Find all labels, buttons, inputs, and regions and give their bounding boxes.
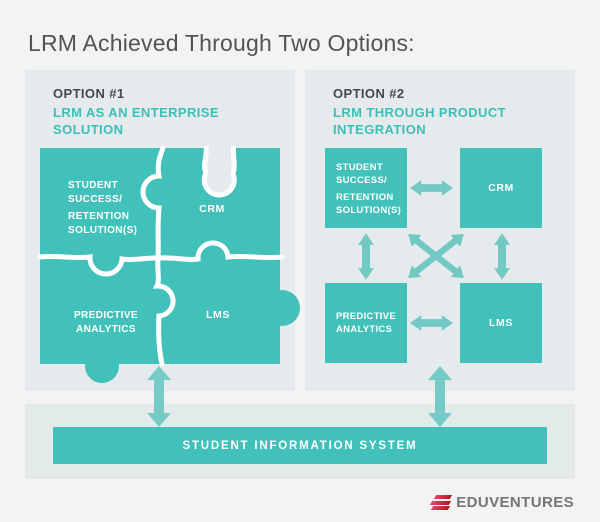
box-pa-text: PREDICTIVE ANALYTICS [325, 283, 407, 363]
puzzle-pa-line1: PREDICTIVE [73, 310, 138, 321]
box-ss-line1: STUDENT [336, 162, 383, 173]
arrow-pa-lms [410, 315, 453, 331]
connector-option1-sis [147, 366, 171, 427]
eduventures-stripes-icon [430, 493, 453, 512]
puzzle-divider-horizontal [37, 240, 285, 277]
arrow-ss-crm [410, 180, 453, 196]
arrow-crm-lms [494, 233, 510, 280]
box-lms-label: LMS [489, 317, 513, 329]
box-ss-text: STUDENT SUCCESS/ RETENTION SOLUTION(S) [325, 148, 407, 217]
puzzle-piece-student-success: STUDENT SUCCESS/ RETENTION SOLUTION(S) [68, 179, 137, 237]
puzzle-piece-predictive-analytics: PREDICTIVE ANALYTICS [50, 309, 162, 337]
arrow-ss-pa [358, 233, 374, 280]
puzzle-pa-line2: ANALYTICS [76, 324, 136, 335]
puzzle-ss-line4: SOLUTION(S) [68, 224, 138, 236]
box-lms: LMS [460, 283, 542, 363]
puzzle-tab-bottom [85, 349, 119, 383]
logo-stripe [430, 500, 452, 505]
puzzle-notch-top [201, 146, 237, 198]
box-ss-line3: RETENTION [336, 192, 394, 203]
puzzle-ss-line1: STUDENT [68, 180, 119, 191]
arrow-cross-diagonal [408, 234, 464, 278]
box-pa-line2: ANALYTICS [336, 324, 393, 335]
connector-option2-sis [428, 366, 452, 427]
puzzle-tab-right [264, 290, 300, 326]
page-title: LRM Achieved Through Two Options: [28, 30, 415, 56]
option2-subheading: LRM THROUGH PRODUCT INTEGRATION [333, 105, 506, 137]
option2-heading: OPTION #2 [333, 86, 405, 101]
eduventures-logo: EDUVENTURES [430, 493, 574, 512]
option2-header: OPTION #2 LRM THROUGH PRODUCT INTEGRATIO… [333, 86, 518, 138]
sis-bar: STUDENT INFORMATION SYSTEM [53, 427, 547, 464]
logo-stripe [434, 495, 453, 499]
option1-heading: OPTION #1 [53, 86, 125, 101]
box-pa-line1: PREDICTIVE [336, 311, 397, 322]
puzzle-piece-crm: CRM [199, 203, 225, 215]
box-ss-line4: SOLUTION(S) [336, 205, 402, 216]
puzzle-ss-line3: RETENTION [68, 211, 130, 222]
jigsaw-puzzle-graphic [37, 146, 300, 383]
eduventures-logo-text: EDUVENTURES [456, 493, 574, 511]
logo-stripe [431, 506, 451, 510]
option1-subheading: LRM AS AN ENTERPRISE SOLUTION [53, 105, 219, 137]
box-predictive-analytics: PREDICTIVE ANALYTICS [325, 283, 407, 363]
box-ss-line2: SUCCESS/ [336, 175, 387, 186]
puzzle-ss-line2: SUCCESS/ [68, 193, 123, 205]
box-student-success: STUDENT SUCCESS/ RETENTION SOLUTION(S) [325, 148, 407, 228]
box-crm: CRM [460, 148, 542, 228]
option1-header: OPTION #1 LRM AS AN ENTERPRISE SOLUTION [53, 86, 238, 138]
box-crm-label: CRM [488, 182, 514, 194]
puzzle-piece-lms: LMS [206, 309, 230, 321]
